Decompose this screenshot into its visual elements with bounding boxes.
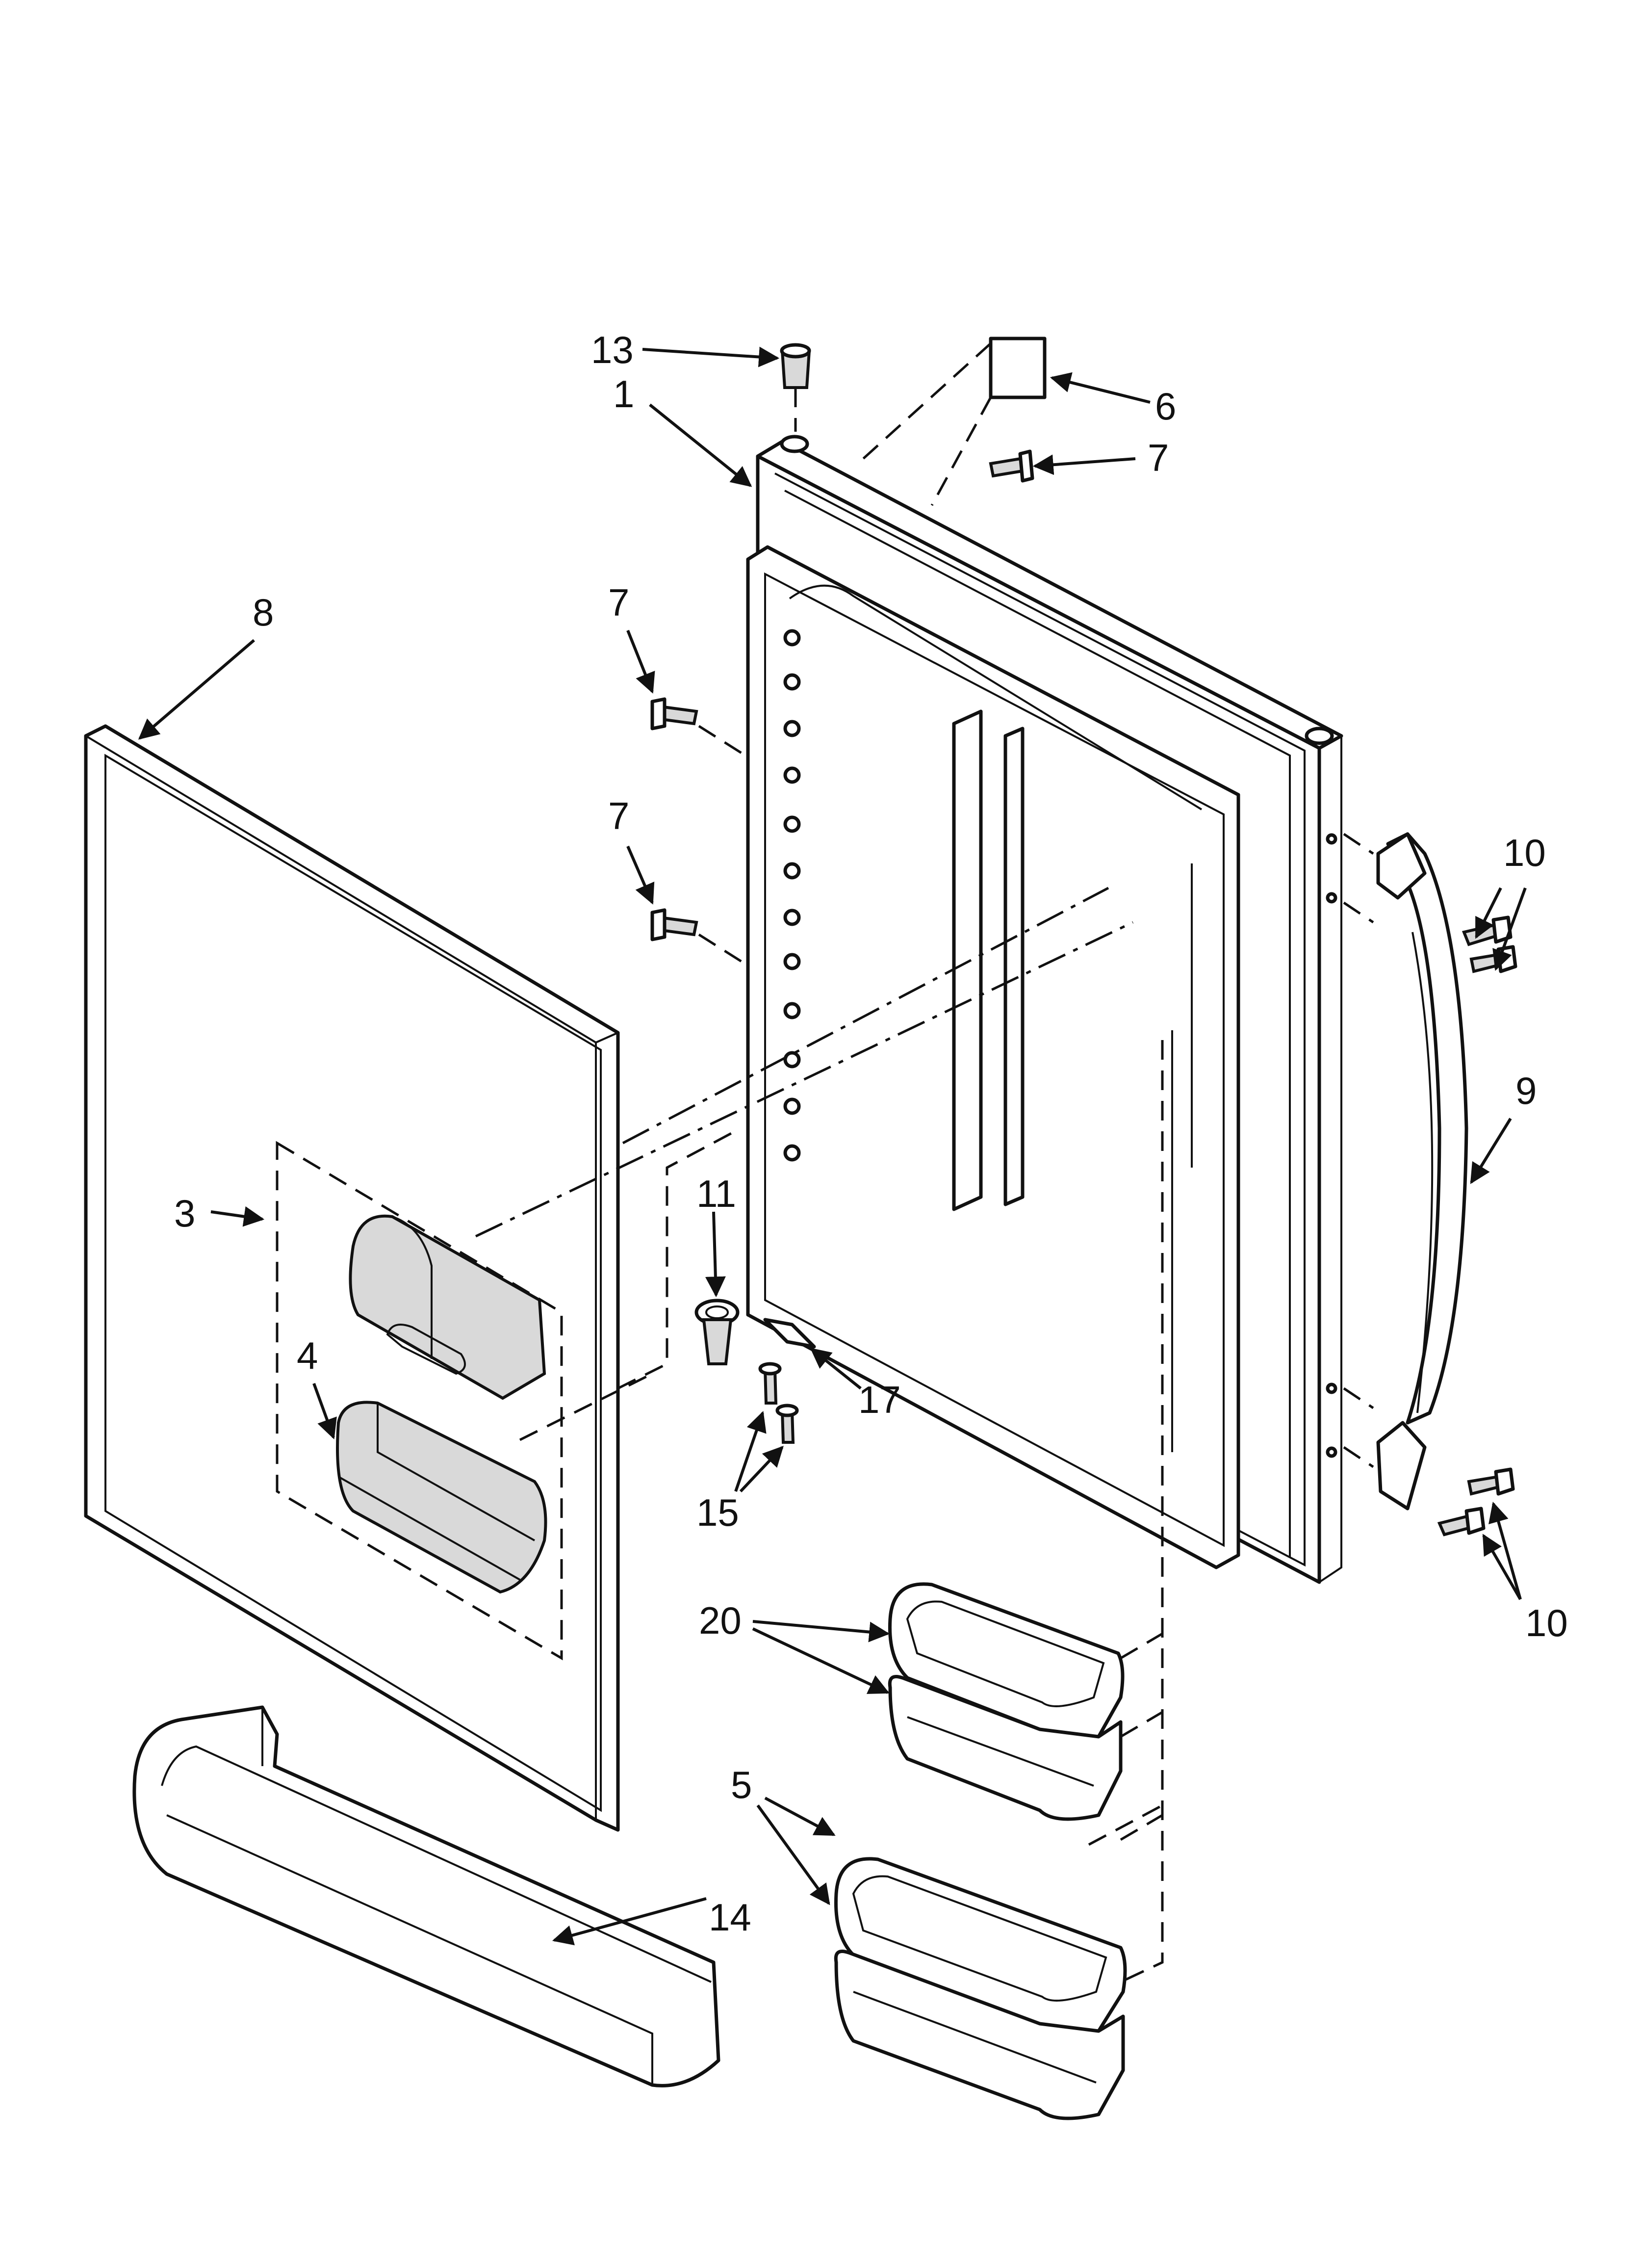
refrigerator-door <box>746 435 1343 1584</box>
handle-screw-1 <box>1462 915 1513 946</box>
door-bin-large <box>132 1705 720 2087</box>
screw-left-upper <box>650 697 698 730</box>
bracket-screw-2 <box>775 1404 799 1444</box>
hinge-cup <box>694 1299 740 1365</box>
door-bin-upper-2 <box>888 1675 1123 1821</box>
screw-left-lower <box>650 908 698 941</box>
bracket-screw-1 <box>758 1362 782 1405</box>
callout-11: 11 <box>696 1172 736 1215</box>
callout-20: 20 <box>699 1599 742 1642</box>
handle-screw-3 <box>1467 1467 1515 1496</box>
callout-4: 4 <box>297 1334 318 1377</box>
callout-labels: 13 1 6 7 7 7 8 3 4 10 9 11 17 15 10 20 5… <box>174 328 1568 1939</box>
callout-10-upper: 10 <box>1503 831 1546 874</box>
drip-tray <box>336 1401 547 1594</box>
assembly-guide-lines <box>475 342 1374 1983</box>
callout-17: 17 <box>858 1378 901 1421</box>
callout-9: 9 <box>1515 1069 1537 1112</box>
handle-screw-4 <box>1437 1507 1486 1537</box>
callout-14: 14 <box>709 1896 751 1939</box>
hinge-bushing <box>780 343 811 389</box>
door-bin-lower-2 <box>834 1950 1125 2120</box>
handle-screw-2 <box>1469 945 1517 973</box>
callout-10-lower: 10 <box>1525 1601 1568 1644</box>
shelf-button-column <box>783 629 801 1162</box>
callout-15: 15 <box>696 1491 739 1534</box>
callout-8: 8 <box>253 591 274 634</box>
callout-13: 13 <box>591 328 634 371</box>
callout-7-upper: 7 <box>608 581 629 624</box>
leader-arrows <box>138 346 1527 1946</box>
callout-7-top: 7 <box>1148 436 1169 479</box>
callout-3: 3 <box>174 1192 195 1235</box>
screw-top <box>989 449 1034 483</box>
callout-6: 6 <box>1155 385 1176 428</box>
dispenser-housing-assembly <box>276 1141 563 1661</box>
callout-1: 1 <box>613 372 634 416</box>
callout-5: 5 <box>731 1763 752 1806</box>
door-handle <box>1376 832 1468 1511</box>
door-label <box>989 337 1047 399</box>
door-bracket <box>763 1318 816 1349</box>
callout-7-lower: 7 <box>608 794 629 837</box>
